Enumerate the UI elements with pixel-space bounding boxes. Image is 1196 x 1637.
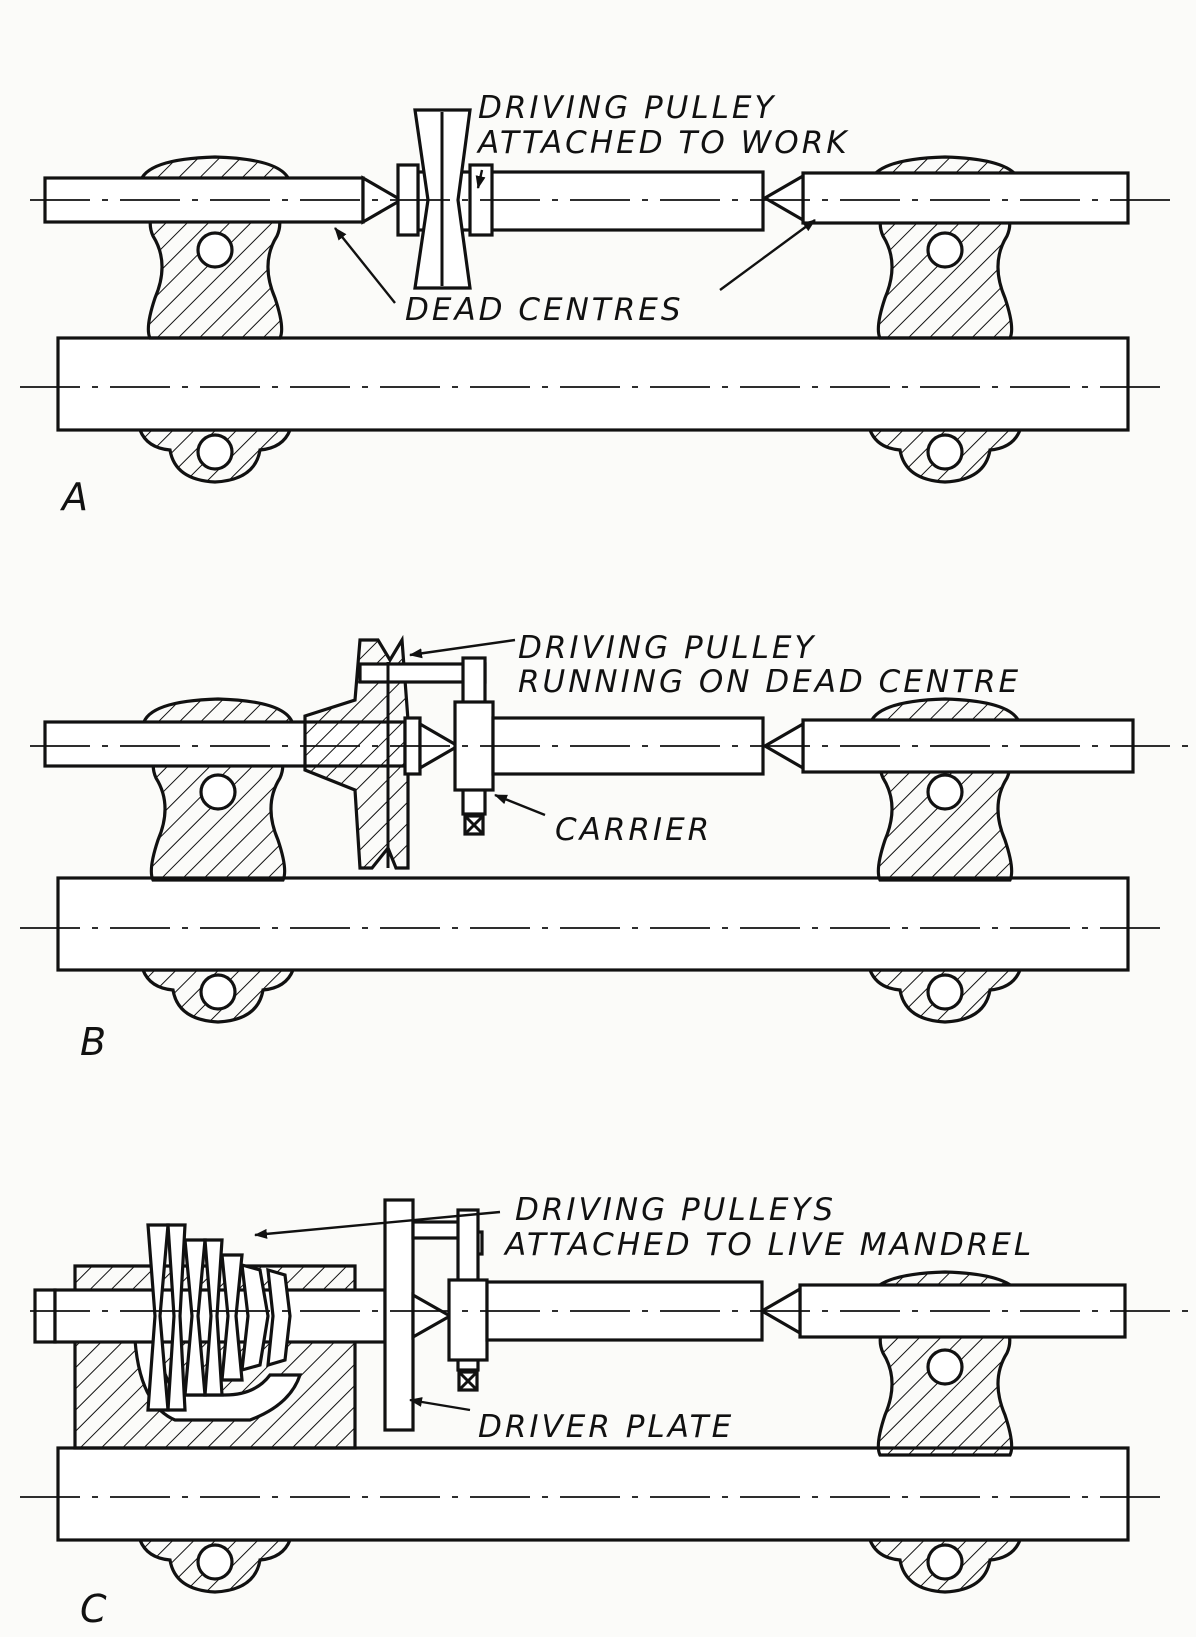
label-driving-pulleys-c-1: DRIVING PULLEYS [515, 1192, 836, 1228]
panel-letter-c: C [80, 1587, 107, 1631]
tailstock-foot-b [868, 968, 1022, 1024]
label-driving-pulleys-c-2: ATTACHED TO LIVE MANDREL [503, 1227, 1034, 1263]
lathe-bed-a [56, 336, 1130, 432]
label-driving-pulley-a-2: ATTACHED TO WORK [476, 125, 850, 161]
driving-pulley-b [303, 634, 487, 870]
carrier-c [447, 1208, 489, 1392]
live-mandrel-c [53, 1288, 387, 1344]
headstock-foot-c [138, 1538, 292, 1594]
lathe-bed-b [56, 876, 1130, 972]
label-driving-pulley-b-1: DRIVING PULLEY [518, 630, 816, 666]
lathe-bed-c [56, 1446, 1130, 1542]
driving-pulleys-c [146, 1223, 292, 1412]
label-dead-centres-a: DEAD CENTRES [405, 292, 684, 328]
driver-plate-c [383, 1198, 415, 1432]
headstock-foot-a [138, 428, 292, 484]
tailstock-foot-c [868, 1538, 1022, 1594]
tailstock-foot-a [868, 428, 1022, 484]
panel-letter-a: A [59, 475, 88, 519]
panel-c: DRIVING PULLEYS ATTACHED TO LIVE MANDREL… [20, 1192, 1190, 1631]
label-driving-pulley-b-2: RUNNING ON DEAD CENTRE [518, 664, 1021, 700]
label-driver-plate-c: DRIVER PLATE [478, 1409, 734, 1445]
headstock-foot-b [141, 968, 295, 1024]
panel-a: DRIVING PULLEY ATTACHED TO WORK DEAD CEN… [20, 90, 1170, 519]
dead-centre-right-a [763, 174, 805, 222]
tailstock-spindle-a [801, 171, 1130, 225]
label-driving-pulley-a-1: DRIVING PULLEY [478, 90, 776, 126]
panel-b: DRIVING PULLEY RUNNING ON DEAD CENTRE CA… [20, 630, 1190, 1064]
panel-letter-b: B [80, 1020, 106, 1064]
mandrel-nut-c [33, 1288, 57, 1344]
label-carrier-b: CARRIER [555, 812, 712, 848]
